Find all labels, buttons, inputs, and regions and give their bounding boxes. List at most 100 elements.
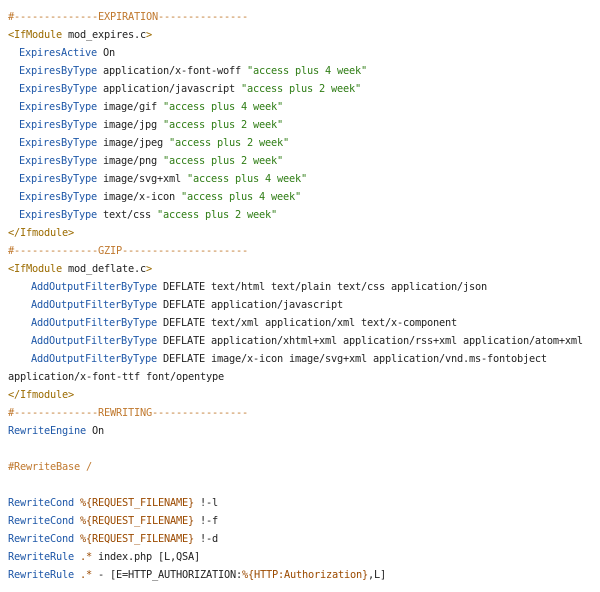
mime-type: image/jpg <box>97 119 163 131</box>
mime-type: text/css <box>97 209 157 221</box>
expires-by-type-line: ExpiresByType application/javascript "ac… <box>0 80 600 98</box>
expires-by-type-line: ExpiresByType image/gif "access plus 4 w… <box>0 98 600 116</box>
mime-type: image/x-icon <box>97 191 181 203</box>
blank-line <box>0 476 600 494</box>
add-output-filter-line: AddOutputFilterByType DEFLATE image/x-ic… <box>0 350 600 368</box>
mime-type: application/x-font-woff <box>97 65 247 77</box>
string-value: "access plus 4 week" <box>246 65 367 77</box>
rewrite-rule-line: RewriteRule .* index.php [L,QSA] <box>0 548 600 566</box>
directive: ExpiresByType <box>19 101 97 113</box>
add-output-filter-line: AddOutputFilterByType DEFLATE applicatio… <box>0 332 600 350</box>
string-value: "access plus 4 week" <box>187 173 307 185</box>
comment-line-expiration: #--------------EXPIRATION--------------- <box>0 8 600 26</box>
module-name: mod_expires.c <box>62 29 146 41</box>
ifmodule-open-expires: <IfModule mod_expires.c> <box>0 26 600 44</box>
directive: ExpiresActive <box>19 47 97 59</box>
mime-type: image/gif <box>97 101 163 113</box>
directive: RewriteCond <box>8 515 74 527</box>
rule-substitution: index.php [L,QSA] <box>92 551 200 563</box>
filter-types: DEFLATE application/xhtml+xml applicatio… <box>156 335 583 347</box>
comment-line-gzip: #--------------GZIP--------------------- <box>0 242 600 260</box>
rule-flags: ,L] <box>367 569 386 581</box>
string-value: "access plus 2 week" <box>169 137 289 149</box>
directive: ExpiresByType <box>19 173 97 185</box>
condition-pattern: !-f <box>194 515 218 527</box>
directive: ExpiresByType <box>19 191 97 203</box>
expires-by-type-line: ExpiresByType image/x-icon "access plus … <box>0 188 600 206</box>
comment: #--------------EXPIRATION--------------- <box>8 11 248 23</box>
filter-types: DEFLATE image/x-icon image/svg+xml appli… <box>156 353 547 365</box>
directive: RewriteCond <box>8 497 74 509</box>
directive: ExpiresByType <box>19 83 97 95</box>
rewrite-rule-line: RewriteRule .* - [E=HTTP_AUTHORIZATION:%… <box>0 566 600 584</box>
directive: ExpiresByType <box>19 155 97 167</box>
server-variable: %{REQUEST_FILENAME} <box>74 497 194 509</box>
directive: ExpiresByType <box>19 119 97 131</box>
directive: RewriteRule <box>8 551 74 563</box>
server-variable: %{HTTP:Authorization} <box>241 569 368 581</box>
string-value: "access plus 2 week" <box>240 83 361 95</box>
directive: RewriteCond <box>8 533 74 545</box>
rewrite-cond-line: RewriteCond %{REQUEST_FILENAME} !-f <box>0 512 600 530</box>
string-value: "access plus 2 week" <box>163 155 283 167</box>
expires-active-line: ExpiresActive On <box>0 44 600 62</box>
ifmodule-close-expires: </Ifmodule> <box>0 224 600 242</box>
comment-line-rewriting: #--------------REWRITING---------------- <box>0 404 600 422</box>
tag-open: <IfModule <box>8 29 62 41</box>
filter-types: DEFLATE application/javascript <box>156 299 343 311</box>
directive: RewriteEngine <box>8 425 86 437</box>
expires-by-type-line: ExpiresByType image/svg+xml "access plus… <box>0 170 600 188</box>
mime-type: image/svg+xml <box>97 173 187 185</box>
filter-types: application/x-font-ttf font/opentype <box>8 371 224 383</box>
tag-close: </Ifmodule> <box>8 227 74 239</box>
directive: AddOutputFilterByType <box>31 281 157 293</box>
server-variable: %{REQUEST_FILENAME} <box>74 515 194 527</box>
directive: AddOutputFilterByType <box>31 353 157 365</box>
filter-types: DEFLATE text/xml application/xml text/x-… <box>156 317 457 329</box>
add-output-filter-line: AddOutputFilterByType DEFLATE text/html … <box>0 278 600 296</box>
directive: ExpiresByType <box>19 209 97 221</box>
comment: #RewriteBase / <box>8 461 92 473</box>
add-output-filter-line: AddOutputFilterByType DEFLATE applicatio… <box>0 296 600 314</box>
directive: AddOutputFilterByType <box>31 317 157 329</box>
string-value: "access plus 4 week" <box>163 101 283 113</box>
rule-substitution: - [E=HTTP_AUTHORIZATION: <box>92 569 242 581</box>
mime-type: image/jpeg <box>97 137 169 149</box>
directive: RewriteRule <box>8 569 74 581</box>
module-name: mod_deflate.c <box>62 263 146 275</box>
rewrite-cond-line: RewriteCond %{REQUEST_FILENAME} !-l <box>0 494 600 512</box>
directive: AddOutputFilterByType <box>31 335 157 347</box>
expires-by-type-line: ExpiresByType text/css "access plus 2 we… <box>0 206 600 224</box>
expires-by-type-line: ExpiresByType image/jpeg "access plus 2 … <box>0 134 600 152</box>
comment: #--------------GZIP--------------------- <box>8 245 248 257</box>
filter-types-continuation: application/x-font-ttf font/opentype <box>0 368 600 386</box>
directive: AddOutputFilterByType <box>31 299 157 311</box>
ifmodule-open-deflate: <IfModule mod_deflate.c> <box>0 260 600 278</box>
directive: ExpiresByType <box>19 137 97 149</box>
tag-close-bracket: > <box>146 29 152 41</box>
mime-type: application/javascript <box>97 83 241 95</box>
tag-close-bracket: > <box>146 263 152 275</box>
add-output-filter-line: AddOutputFilterByType DEFLATE text/xml a… <box>0 314 600 332</box>
blank-line <box>0 440 600 458</box>
ifmodule-close-deflate: </Ifmodule> <box>0 386 600 404</box>
tag-open: <IfModule <box>8 263 62 275</box>
code-block: #--------------EXPIRATION---------------… <box>0 8 600 584</box>
rewrite-engine-line: RewriteEngine On <box>0 422 600 440</box>
rewrite-cond-line: RewriteCond %{REQUEST_FILENAME} !-d <box>0 530 600 548</box>
rule-pattern: .* <box>74 569 92 581</box>
rewrite-base-comment-line: #RewriteBase / <box>0 458 600 476</box>
string-value: "access plus 2 week" <box>157 209 277 221</box>
directive-value: On <box>97 47 115 59</box>
string-value: "access plus 4 week" <box>181 191 301 203</box>
rule-pattern: .* <box>74 551 92 563</box>
condition-pattern: !-d <box>194 533 218 545</box>
comment: #--------------REWRITING---------------- <box>8 407 248 419</box>
expires-by-type-line: ExpiresByType application/x-font-woff "a… <box>0 62 600 80</box>
expires-by-type-line: ExpiresByType image/png "access plus 2 w… <box>0 152 600 170</box>
server-variable: %{REQUEST_FILENAME} <box>74 533 194 545</box>
string-value: "access plus 2 week" <box>163 119 283 131</box>
expires-by-type-line: ExpiresByType image/jpg "access plus 2 w… <box>0 116 600 134</box>
tag-close: </Ifmodule> <box>8 389 74 401</box>
filter-types: DEFLATE text/html text/plain text/css ap… <box>156 281 487 293</box>
